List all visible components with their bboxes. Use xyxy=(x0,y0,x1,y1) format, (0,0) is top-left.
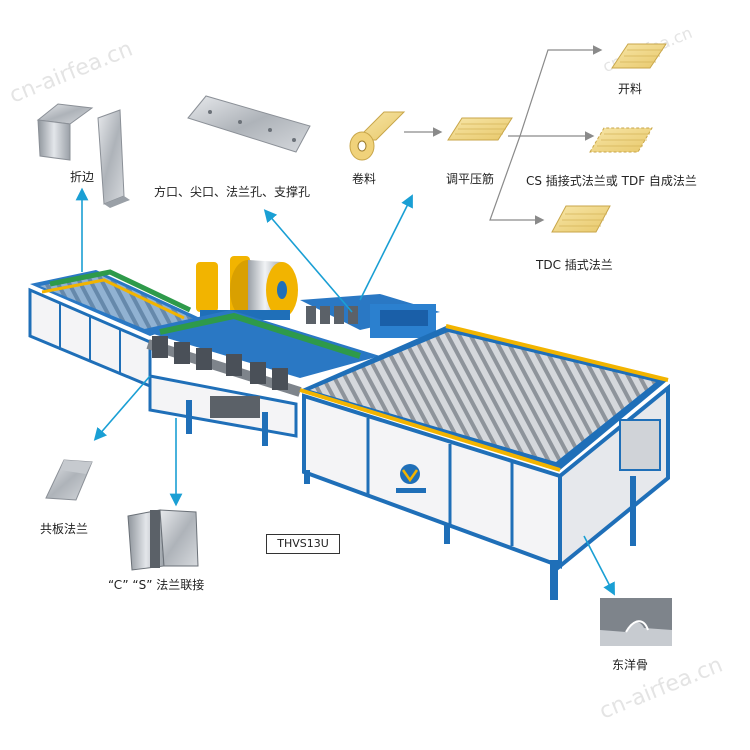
callout-arrows xyxy=(75,187,615,596)
brand-logo-icon xyxy=(396,464,426,493)
forming-machine xyxy=(140,310,380,446)
fold-edge-part-icon xyxy=(36,103,130,208)
label-open: 开料 xyxy=(618,82,643,96)
process-flow xyxy=(349,43,667,233)
label-tdc: TDC 插式法兰 xyxy=(536,258,613,272)
dongyang-part-icon xyxy=(600,598,672,646)
label-common-flange: 共板法兰 xyxy=(40,522,89,536)
open-sheet-icon xyxy=(611,43,667,69)
flow-arrow xyxy=(508,45,603,137)
leveled-sheet-icon xyxy=(447,117,513,141)
roller-conveyor xyxy=(299,324,670,600)
cs-joint-part-icon xyxy=(127,509,199,571)
label-cs-joint: “C” “S” 法兰联接 xyxy=(108,578,205,592)
label-level-rib: 调平压筋 xyxy=(446,172,495,186)
label-fold-edge: 折边 xyxy=(70,170,95,184)
fold-edge-machine xyxy=(28,269,200,389)
decoiler xyxy=(196,256,298,320)
label-cs-tdf: CS 插接式法兰或 TDF 自成法兰 xyxy=(526,174,697,188)
label-coil: 卷料 xyxy=(352,172,377,186)
flow-arrow xyxy=(489,135,545,225)
label-holes: 方口、尖口、法兰孔、支撑孔 xyxy=(154,185,311,199)
cs-tdf-sheet-icon xyxy=(589,127,653,153)
common-flange-part-icon xyxy=(45,459,93,501)
label-dongyang: 东洋骨 xyxy=(612,658,649,672)
callout-arrow-common-flange xyxy=(93,375,151,441)
flange-machine xyxy=(300,294,440,338)
model-number: THVS13U xyxy=(266,534,340,554)
callout-arrow-dongyang xyxy=(583,535,615,596)
tdc-sheet-icon xyxy=(551,205,611,233)
callout-arrow-holes xyxy=(263,209,353,313)
coil-icon xyxy=(349,111,406,161)
callout-arrow-coil xyxy=(359,194,413,301)
punched-sheet-icon xyxy=(187,95,311,153)
